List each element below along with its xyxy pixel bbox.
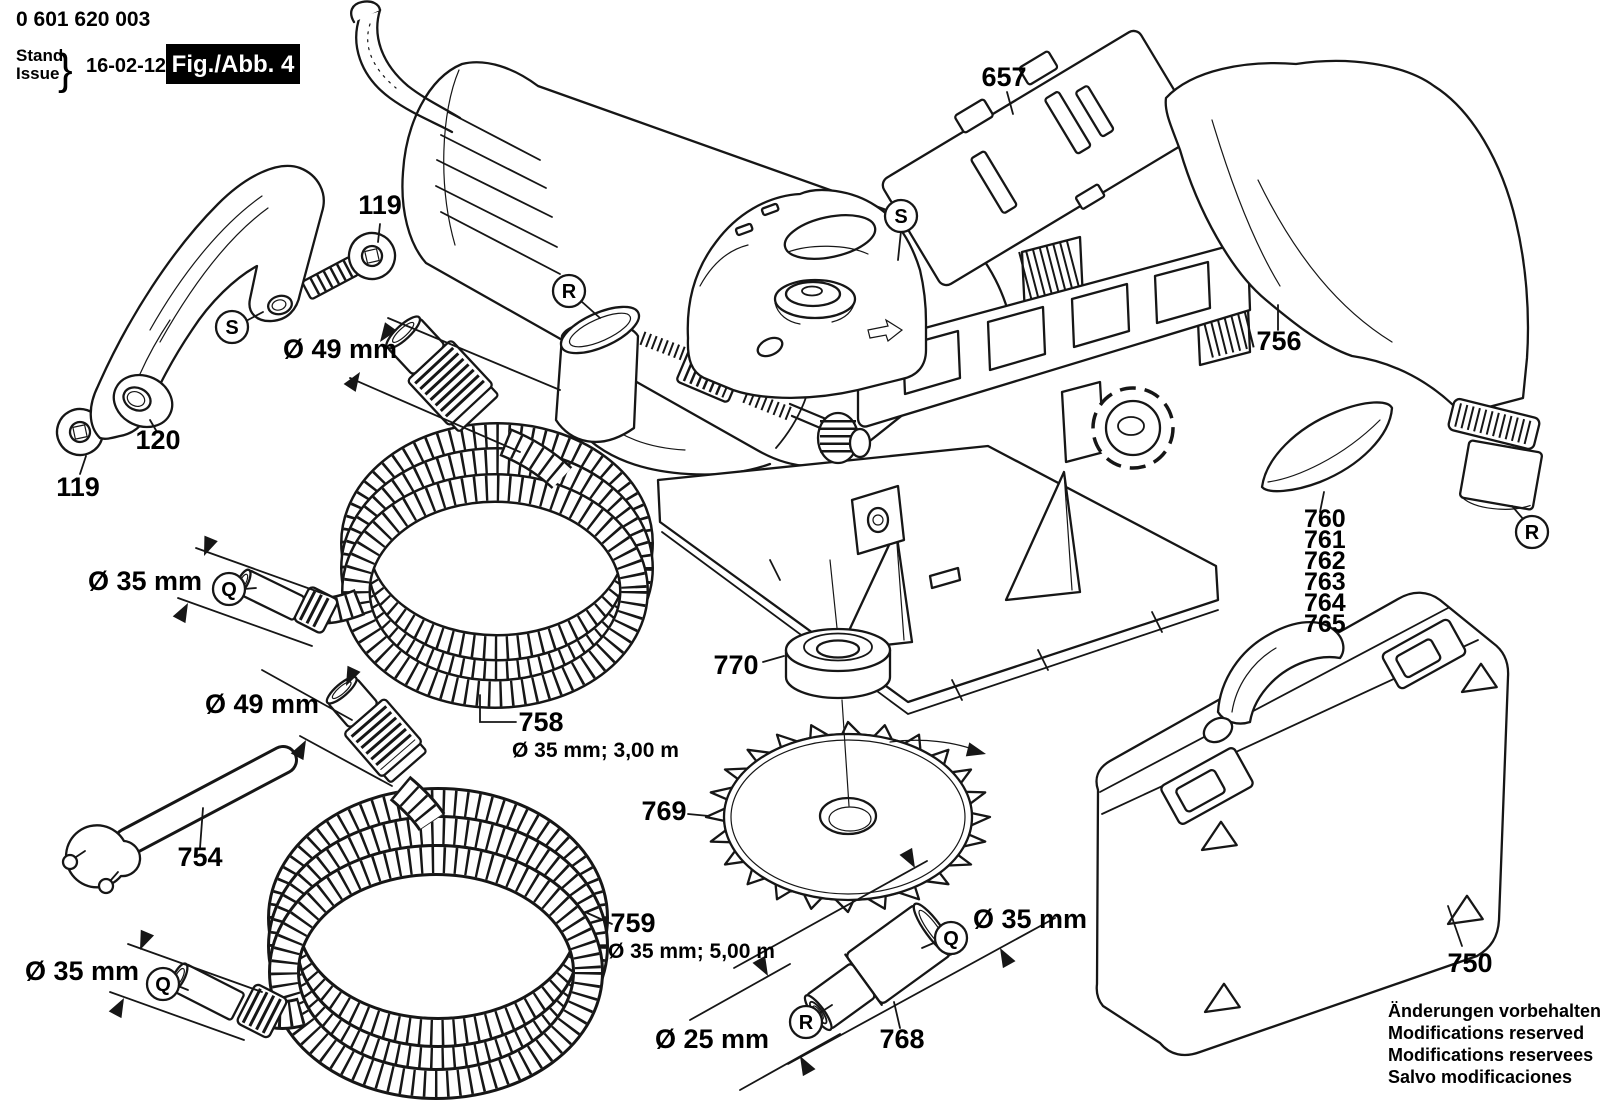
part-labels: 119 119 120 657 756 758 Ø 35 mm; 3,00 m … [56,62,1492,1054]
case-handle [1202,620,1345,744]
dim-arrows [108,322,1016,1077]
header: 0 601 620 003 Stand Issue } 16-02-12 Fig… [16,8,300,94]
callout-letter: Q [155,974,171,996]
leader-lines [79,91,1525,1029]
figure-box [166,44,300,84]
adjust-knob [773,278,857,325]
dim-35-bottom: Ø 35 mm [25,956,139,986]
bag-cuff [1447,397,1541,451]
label-754: 754 [177,842,222,872]
label-760: 760 [1304,505,1346,533]
hose-759-cuff [236,983,288,1039]
label-762: 762 [1304,547,1346,575]
dim-35-right: Ø 35 mm [973,904,1087,934]
blade-axis-line-upper [829,559,838,629]
dim-35-left: Ø 35 mm [88,566,202,596]
dim-25: Ø 25 mm [655,1024,769,1054]
label-764: 764 [1304,589,1346,617]
footer-notice: Änderungen vorbehalten Modifications res… [1388,1001,1600,1087]
label-657: 657 [981,62,1026,92]
callout-letter: S [894,206,907,228]
callout-r-adapter: R [788,1004,824,1040]
plate-657 [881,29,1199,287]
label-119-left: 119 [56,472,100,502]
callout-r-bag: R [1514,514,1550,550]
case-750 [1095,591,1510,1057]
lock-piece [850,484,906,556]
label-765: 765 [1304,610,1346,638]
brace: } [58,45,73,94]
base-plate [656,444,1220,716]
star-knob [1060,380,1175,470]
dim-49-mid: Ø 49 mm [205,689,319,719]
power-cord [350,0,462,134]
label-768: 768 [879,1024,924,1054]
hose-759-end-tube [169,962,245,1021]
footer-line-es: Salvo modificaciones [1388,1067,1572,1087]
case-latch-front [1160,747,1254,825]
spacer-770 [784,627,892,700]
label-759: 759 [610,908,655,938]
bag-nozzle [1459,439,1543,511]
label-756: 756 [1256,326,1301,356]
dimension-texts: Ø 49 mm Ø 35 mm Ø 49 mm Ø 35 mm Ø 35 mm … [25,334,1087,1054]
blade-axis-line-lower [841,699,850,807]
hose-759 [169,675,609,1100]
blade-769 [704,720,992,914]
dimension-lines [109,317,1056,1091]
callout-letter: S [225,317,238,339]
type-code: 0 601 620 003 [16,8,150,31]
callout-letter: R [799,1012,814,1034]
label-769: 769 [641,796,686,826]
label-758-spec: Ø 35 mm; 3,00 m [512,739,679,762]
callout-letter: Q [221,579,237,601]
hose-759-coil [267,787,609,1100]
dim-49-top: Ø 49 mm [283,334,397,364]
hose-758-cuff [293,586,339,634]
direction-arrow-marking [867,318,904,342]
callout-q-adapter: Q [933,920,969,956]
hose-758 [234,315,654,709]
wrench-754 [61,745,298,895]
callout-letter: Q [943,928,959,950]
label-758: 758 [518,707,563,737]
stand-label: Stand [16,46,63,65]
label-120: 120 [135,425,180,455]
callout-s-handle: S [214,309,250,345]
label-119-top: 119 [358,190,402,220]
dust-outlet-nozzle [554,305,641,444]
callout-q-hose759: Q [145,966,181,1002]
callout-r-nozzle: R [551,273,587,309]
callout-s-tool: S [883,198,919,234]
footer-line-de: Änderungen vorbehalten [1388,1001,1600,1021]
dust-bag-756 [1164,59,1543,511]
hose-758-fitting [385,315,499,432]
figure-label: Fig./Abb. 4 [172,51,295,78]
footer-line-en: Modifications reserved [1388,1023,1584,1043]
callouts: S S R R R Q Q Q [145,198,1550,1040]
label-770: 770 [713,650,758,680]
gear-head [686,188,928,400]
label-750: 750 [1447,948,1492,978]
side-handle-120 [89,164,325,440]
adapter-768 [803,902,954,1032]
grip-ribs [435,111,561,275]
callout-q-hose758: Q [211,571,247,607]
hose-758-coil [340,422,654,709]
callout-letter: R [1525,522,1540,544]
biscuit-760 [1260,401,1394,493]
callout-letter: R [562,281,577,303]
footer-line-fr: Modifications reservees [1388,1045,1593,1065]
case-latch-back [1381,618,1467,690]
issue-label: Issue [16,64,59,83]
fence-assembly [554,235,1256,716]
issue-date: 16-02-12 [86,55,166,77]
label-763: 763 [1304,568,1346,596]
label-759-spec: Ø 35 mm; 5,00 m [608,940,775,963]
label-761: 761 [1304,526,1346,554]
